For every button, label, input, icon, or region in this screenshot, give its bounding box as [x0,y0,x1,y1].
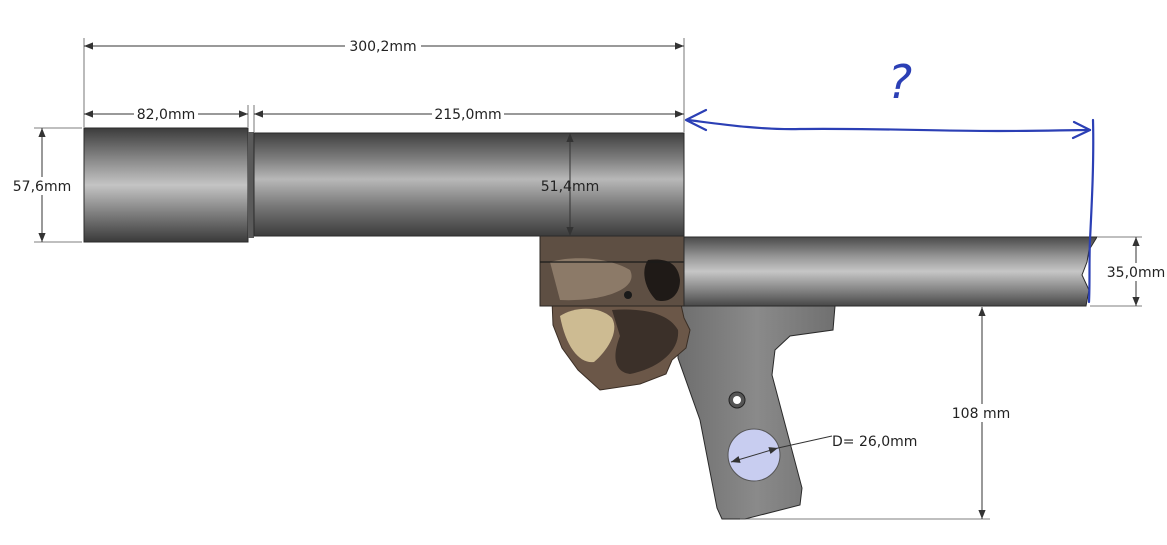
camo-receiver-patch-light [550,258,632,301]
lower-tube [683,236,1098,307]
grip [677,305,836,520]
grip-screw-center [733,396,741,404]
dim-rear-diameter: 51,4mm [541,179,599,195]
dim-hole-leader [777,435,833,449]
receiver-pin [624,291,632,299]
dim-front-diameter: 57,6mm [13,179,71,195]
dim-front-length: 82,0mm [137,107,195,123]
blue-question-arrow [686,118,1092,133]
dim-rear-length: 215,0mm [434,107,501,123]
dim-lower-diameter: 35,0mm [1107,265,1165,281]
blue-vertical-mark [1087,118,1095,304]
blue-question-mark: ? [888,55,912,109]
tube-joint [248,132,254,238]
dim-overall-length: 300,2mm [349,39,416,55]
blue-arrowhead-left [684,108,708,132]
front-tube-section [83,127,249,243]
dim-hole-diameter: D= 26,0mm [832,434,917,450]
blue-arrowhead-right [1071,120,1092,140]
rear-tube-section [253,132,685,237]
dim-grip-height: 108 mm [952,406,1010,422]
camo-receiver-patch-dark [644,259,680,302]
camo-patch-dark [612,309,679,374]
dim-hole-diameter-line [730,447,779,463]
camo-patch-tan [560,308,615,363]
